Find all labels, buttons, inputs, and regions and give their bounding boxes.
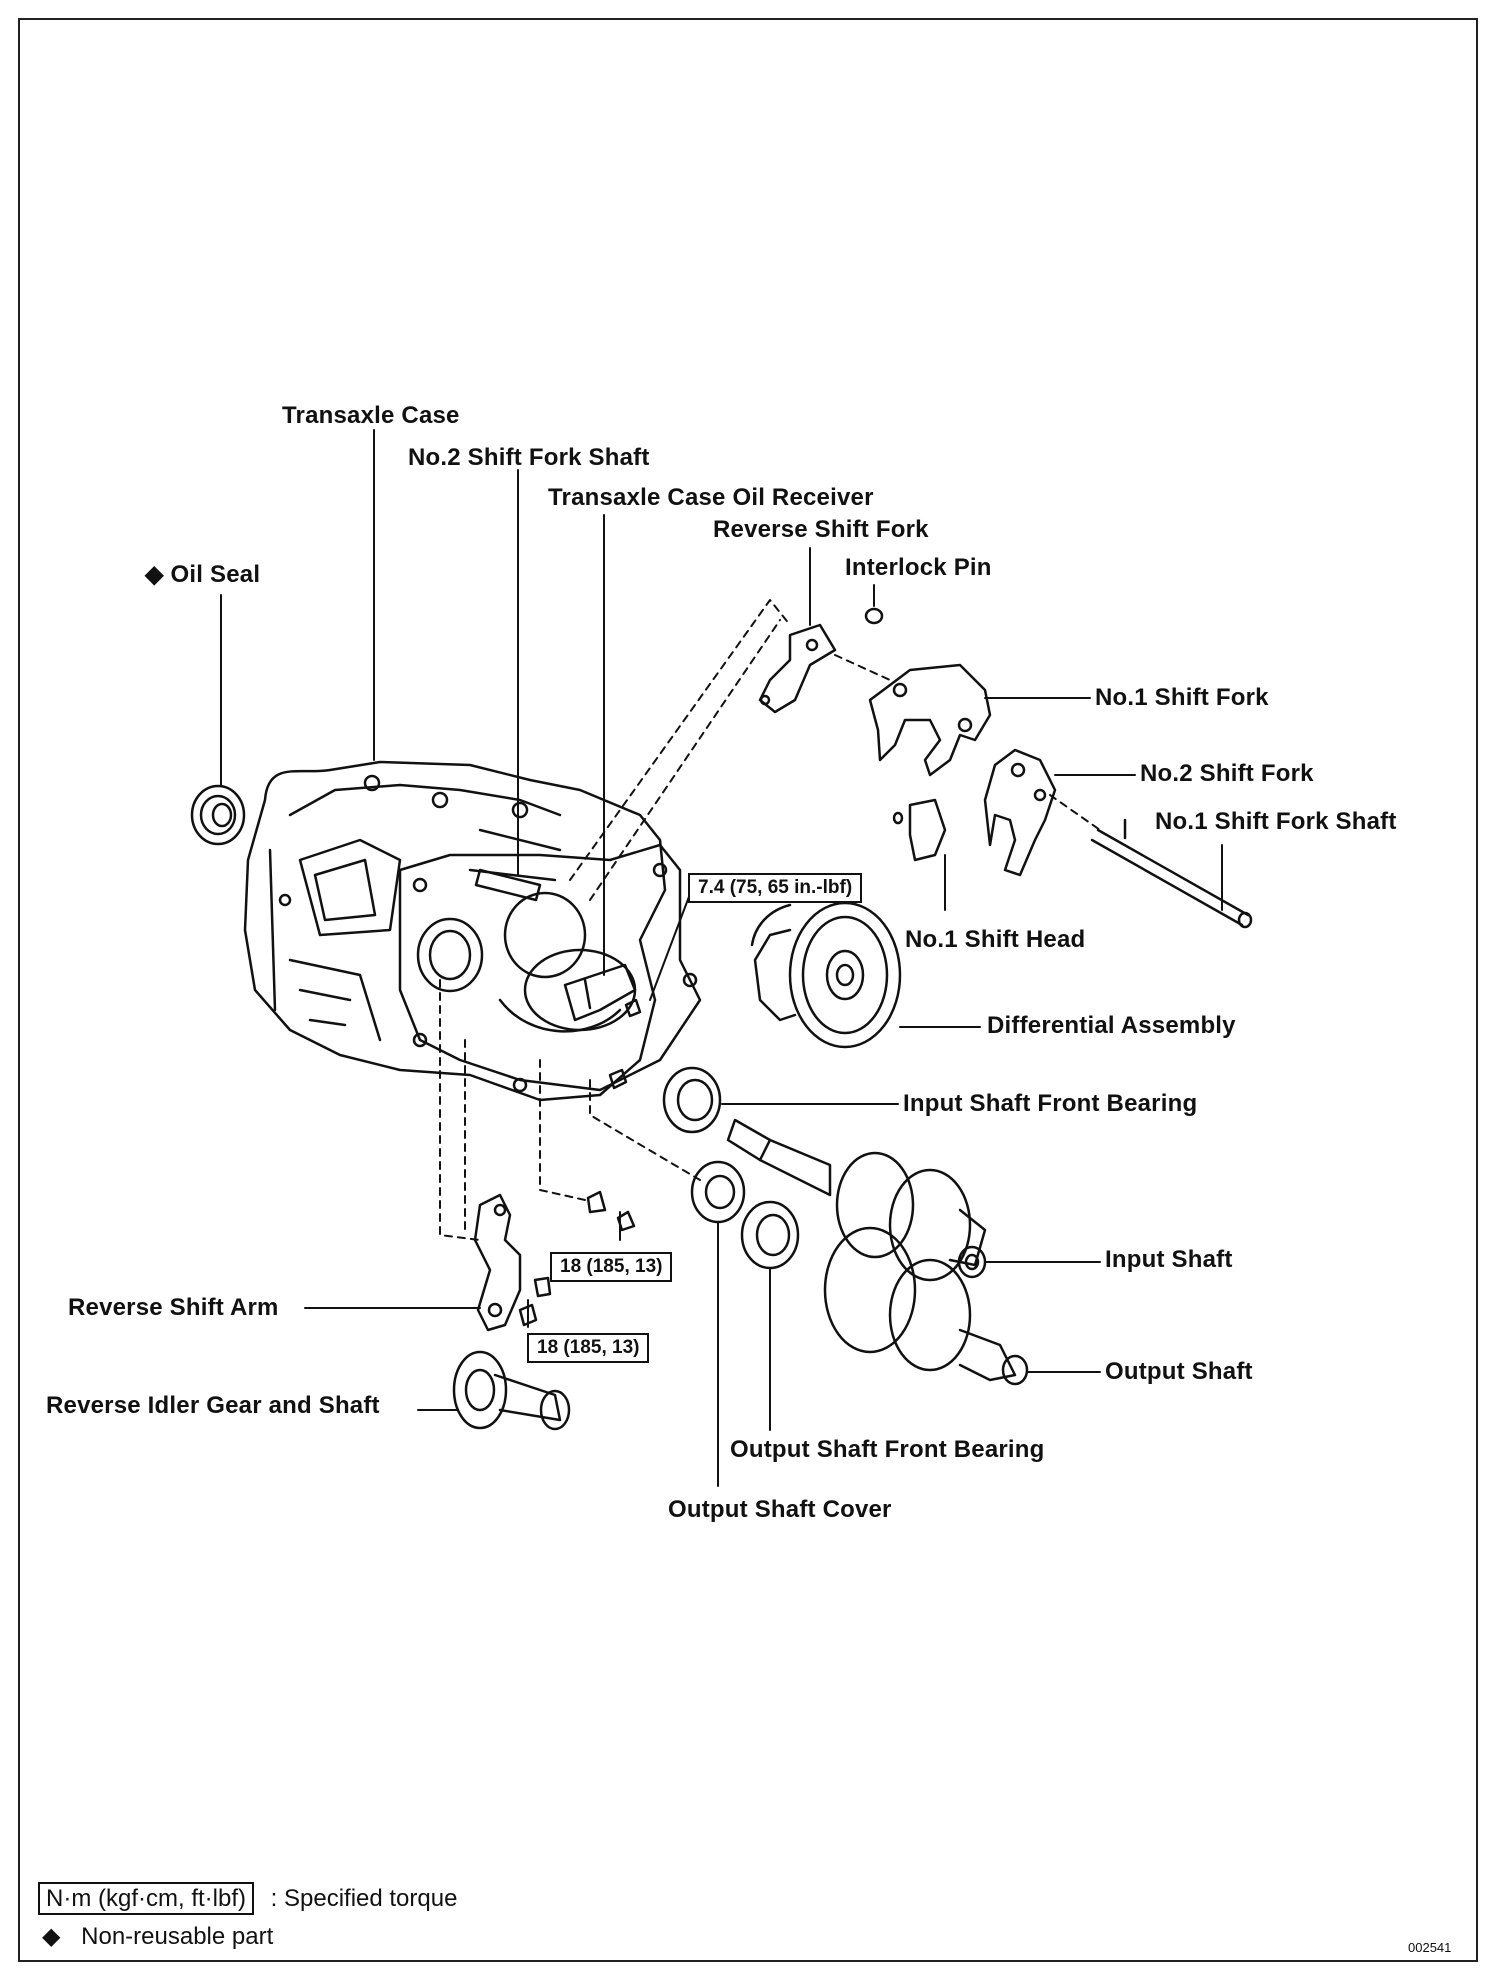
non-reusable-diamond-icon: ◆ — [145, 561, 164, 588]
interlock-pin-part — [864, 607, 884, 625]
label-input-shaft-front-bearing: Input Shaft Front Bearing — [903, 1090, 1198, 1117]
label-oil-seal: ◆ Oil Seal — [145, 560, 260, 589]
legend-diamond-icon: ◆ — [42, 1923, 61, 1950]
output-shaft-cover-part — [690, 1160, 746, 1224]
legend-nonreusable-text: Non-reusable part — [81, 1923, 274, 1950]
label-interlock-pin: Interlock Pin — [845, 554, 992, 581]
transaxle-case-part — [243, 760, 667, 1102]
differential-assembly-part — [750, 901, 902, 1049]
no2-shift-fork-shaft-part — [474, 868, 542, 902]
legend-torque-row: N·m (kgf·cm, ft·lbf) : Specified torque — [38, 1882, 458, 1915]
label-output-shaft-front-bearing: Output Shaft Front Bearing — [730, 1436, 1045, 1463]
input-shaft-front-bearing-part — [662, 1066, 722, 1134]
label-transaxle-case: Transaxle Case — [282, 402, 460, 429]
label-output-shaft: Output Shaft — [1105, 1358, 1253, 1385]
label-reverse-idler: Reverse Idler Gear and Shaft — [46, 1392, 380, 1419]
label-input-shaft: Input Shaft — [1105, 1246, 1233, 1273]
case-mating-face — [398, 843, 702, 1093]
label-no1-shift-fork: No.1 Shift Fork — [1095, 684, 1269, 711]
figure-code: 002541 — [1408, 1940, 1452, 1955]
no1-shift-head-part — [892, 798, 947, 862]
label-reverse-shift-fork: Reverse Shift Fork — [713, 516, 929, 543]
torque-reverse-bolt-1: 18 (185, 13) — [550, 1252, 673, 1282]
input-shaft-part — [726, 1118, 987, 1282]
assembly-guide-lines — [439, 599, 1101, 1241]
label-oil-seal-text: Oil Seal — [170, 561, 261, 588]
output-shaft-part — [823, 1226, 1029, 1386]
torque-oil-receiver-bolt: 7.4 (75, 65 in.-lbf) — [688, 873, 863, 903]
diagram-frame — [18, 18, 1478, 1962]
reverse-shift-arm-part — [473, 1193, 522, 1332]
label-no1-shift-fork-shaft: No.1 Shift Fork Shaft — [1155, 808, 1397, 835]
label-differential-assembly: Differential Assembly — [987, 1012, 1236, 1039]
legend-nonreusable-row: ◆ Non-reusable part — [42, 1922, 273, 1951]
label-oil-receiver: Transaxle Case Oil Receiver — [548, 484, 874, 511]
legend-unit-box: N·m (kgf·cm, ft·lbf) — [38, 1882, 254, 1915]
label-no2-shift-fork: No.2 Shift Fork — [1140, 760, 1314, 787]
no1-shift-fork-shaft-part — [1090, 818, 1253, 929]
reverse-shift-fork-part — [758, 623, 837, 714]
label-no2-shift-fork-shaft: No.2 Shift Fork Shaft — [408, 444, 650, 471]
label-no1-shift-head: No.1 Shift Head — [905, 926, 1086, 953]
torque-reverse-bolt-2: 18 (185, 13) — [527, 1333, 650, 1363]
no2-shift-fork-part — [983, 748, 1057, 877]
oil-seal-part — [190, 784, 246, 846]
label-output-shaft-cover: Output Shaft Cover — [668, 1496, 892, 1523]
no1-shift-fork-part — [868, 663, 992, 777]
output-shaft-front-bearing-part — [740, 1200, 800, 1270]
oil-receiver-part — [563, 963, 637, 1022]
reverse-idler-part — [452, 1350, 571, 1431]
legend-unit-desc: : Specified torque — [270, 1885, 458, 1912]
leader-lines — [220, 429, 1223, 1487]
label-reverse-shift-arm: Reverse Shift Arm — [68, 1294, 279, 1321]
